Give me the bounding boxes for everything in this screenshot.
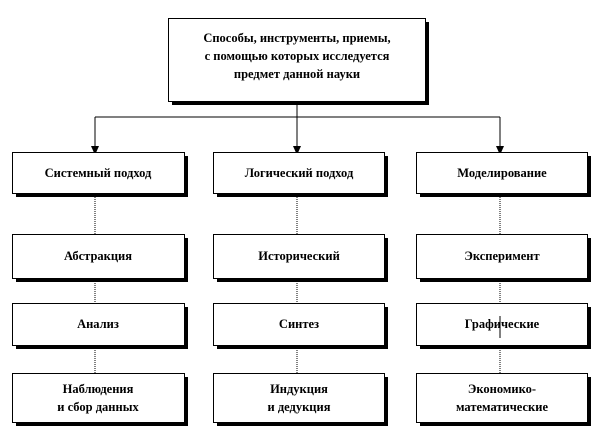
box-observation-frame bbox=[12, 373, 185, 423]
box-analysis: Анализ bbox=[12, 303, 188, 349]
arrowhead-col-1 bbox=[91, 146, 99, 155]
box-experiment-frame bbox=[416, 234, 588, 279]
box-synthesis-label: Синтез bbox=[279, 317, 319, 331]
box-graphical: Графические bbox=[416, 303, 591, 349]
box-observation-line-1: Наблюдения bbox=[63, 382, 134, 396]
column-logical: Логический подход Исторический Синтез Ин… bbox=[213, 152, 388, 426]
root-box-frame bbox=[168, 18, 426, 102]
box-observation-line-2: и сбор данных bbox=[57, 400, 139, 414]
box-graphical-frame bbox=[416, 303, 588, 346]
box-induction-line-1: Индукция bbox=[270, 382, 328, 396]
box-historical-label: Исторический bbox=[258, 249, 340, 263]
box-logical-approach: Логический подход bbox=[213, 152, 388, 197]
box-observation: Наблюдения и сбор данных bbox=[12, 373, 188, 426]
box-systemic-approach-frame bbox=[12, 152, 185, 194]
box-analysis-label: Анализ bbox=[77, 317, 119, 331]
box-induction-frame bbox=[213, 373, 385, 423]
root-line-3: предмет данной науки bbox=[234, 67, 360, 81]
box-abstraction-frame bbox=[12, 234, 185, 279]
arrowhead-col-2 bbox=[293, 146, 301, 155]
box-systemic-approach: Системный подход bbox=[12, 152, 188, 197]
box-economic: Экономико- математические bbox=[416, 373, 591, 426]
root-line-1: Способы, инструменты, приемы, bbox=[203, 31, 390, 45]
box-historical-frame bbox=[213, 234, 385, 279]
box-induction: Индукция и дедукция bbox=[213, 373, 388, 426]
box-abstraction-label: Абстракция bbox=[64, 249, 132, 263]
column-modeling: Моделирование Эксперимент Графические Эк… bbox=[416, 152, 591, 426]
box-experiment-label: Эксперимент bbox=[464, 249, 539, 263]
box-modeling: Моделирование bbox=[416, 152, 591, 197]
box-modeling-label: Моделирование bbox=[457, 166, 547, 180]
box-abstraction: Абстракция bbox=[12, 234, 188, 282]
box-modeling-frame bbox=[416, 152, 588, 194]
box-experiment: Эксперимент bbox=[416, 234, 591, 282]
connectors bbox=[91, 101, 504, 373]
box-synthesis: Синтез bbox=[213, 303, 388, 349]
root-line-2: с помощью которых исследуется bbox=[205, 49, 390, 63]
box-historical: Исторический bbox=[213, 234, 388, 282]
box-graphical-label: Графические bbox=[465, 317, 540, 331]
box-economic-frame bbox=[416, 373, 588, 423]
box-induction-line-2: и дедукция bbox=[268, 400, 331, 414]
box-synthesis-frame bbox=[213, 303, 385, 346]
root-box: Способы, инструменты, приемы, с помощью … bbox=[168, 18, 429, 105]
column-systemic: Системный подход Абстракция Анализ Наблю… bbox=[12, 152, 188, 426]
box-economic-line-1: Экономико- bbox=[468, 382, 536, 396]
box-analysis-frame bbox=[12, 303, 185, 346]
box-logical-approach-frame bbox=[213, 152, 385, 194]
box-economic-line-2: математические bbox=[456, 400, 548, 414]
arrowhead-col-3 bbox=[496, 146, 504, 155]
box-logical-approach-label: Логический подход bbox=[245, 166, 354, 180]
box-systemic-approach-label: Системный подход bbox=[45, 166, 152, 180]
